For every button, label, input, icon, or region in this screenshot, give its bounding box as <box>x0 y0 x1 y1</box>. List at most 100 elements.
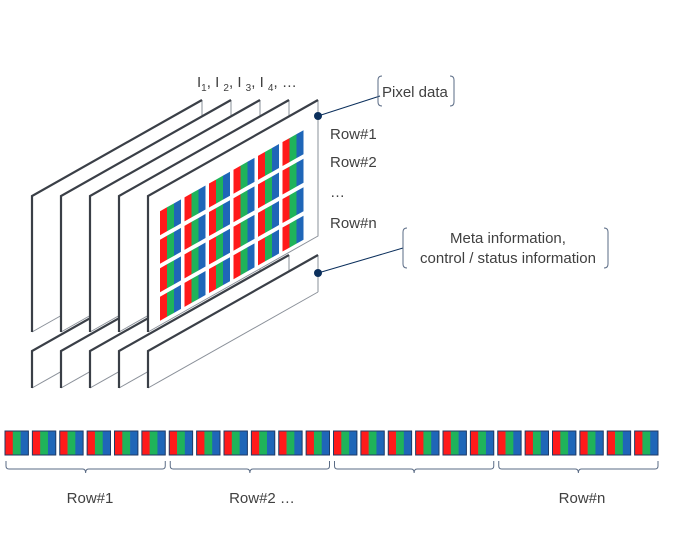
subpixel-blue <box>247 243 255 272</box>
subpixel-red <box>184 193 192 222</box>
stream-subpixel-blue <box>239 431 248 455</box>
pixel-data-bracket-right <box>449 75 455 107</box>
subpixel-green <box>240 190 248 219</box>
subpixel-green <box>216 175 223 204</box>
stream-row-label-1: Row#1 <box>66 490 114 507</box>
stream-subpixel-red <box>5 431 14 455</box>
meta-info-bracket-left <box>402 227 408 269</box>
subpixel-blue <box>296 158 304 187</box>
row-brace-3 <box>334 461 495 474</box>
stream-pixel <box>579 430 604 456</box>
stream-subpixel-green <box>259 431 268 455</box>
stream-subpixel-blue <box>75 431 84 455</box>
stream-subpixel-blue <box>157 431 166 455</box>
subpixel-green <box>289 191 297 220</box>
stream-subpixel-green <box>478 431 487 455</box>
stream-subpixel-red <box>497 431 506 455</box>
subpixel-blue <box>223 257 230 286</box>
stream-subpixel-green <box>341 431 350 455</box>
subpixel-green <box>216 232 223 261</box>
callouts <box>314 75 609 277</box>
frames-label: I1, I 2, I 3, I 4, … <box>197 74 297 94</box>
meta-strip-5 <box>148 255 318 388</box>
stream-pixel <box>497 430 522 456</box>
subpixel-red <box>282 195 290 224</box>
subpixel-red <box>160 207 167 236</box>
stream-subpixel-red <box>141 431 150 455</box>
frame-edge <box>30 99 203 332</box>
subpixel-blue <box>198 185 206 214</box>
subpixel-blue <box>247 214 255 243</box>
stream-pixel <box>552 430 577 456</box>
meta-info-anchor-dot <box>314 269 322 277</box>
subpixel-green <box>240 161 248 190</box>
subpixel-red <box>233 165 241 194</box>
subpixel-blue <box>272 201 279 229</box>
stream-pixel <box>59 430 84 456</box>
stream-pixel <box>305 430 330 456</box>
stream-subpixel-blue <box>102 431 111 455</box>
subpixel-green <box>265 233 272 262</box>
stream-subpixel-green <box>94 431 104 455</box>
subpixel-green <box>216 204 223 233</box>
frame-label-1: I1, <box>197 74 211 94</box>
row-brace-4 <box>498 461 659 474</box>
meta-info-label: Meta information, control / status infor… <box>408 229 608 269</box>
stream-subpixel-red <box>360 431 369 455</box>
subpixel-green <box>216 261 223 290</box>
subpixel-blue <box>296 215 304 244</box>
stream-subpixel-red <box>278 431 287 455</box>
stream-subpixel-green <box>12 431 21 455</box>
subpixel-blue <box>223 200 230 229</box>
subpixel-red <box>233 251 241 280</box>
stream-subpixel-blue <box>20 431 29 455</box>
stream-subpixel-blue <box>650 431 659 455</box>
subpixel-blue <box>296 187 304 216</box>
stream-pixel <box>141 430 166 456</box>
stream-subpixel-red <box>224 431 233 455</box>
stream-subpixel-blue <box>266 431 276 455</box>
stream-pixel <box>114 430 139 456</box>
stream-subpixel-green <box>313 431 323 455</box>
pixel-data-anchor-dot <box>314 112 322 120</box>
subpixel-red <box>258 208 265 237</box>
stream-pixel <box>469 430 495 456</box>
subpixel-red <box>209 236 216 265</box>
subpixel-red <box>233 222 241 251</box>
subpixel-blue <box>272 144 279 172</box>
stream-subpixel-red <box>470 431 479 455</box>
stream-subpixel-green <box>615 431 624 455</box>
subpixel-blue <box>272 229 279 258</box>
stream-subpixel-red <box>59 431 68 455</box>
stream-pixel <box>387 430 413 456</box>
subpixel-green <box>191 246 199 275</box>
subpixel-green <box>167 231 174 260</box>
subpixel-red <box>209 265 216 294</box>
stream-pixel <box>168 430 194 456</box>
subpixel-blue <box>247 157 255 186</box>
subpixel-green <box>289 162 297 191</box>
subpixel-blue <box>223 171 230 200</box>
stream-subpixel-green <box>204 431 213 455</box>
meta-strip-edge <box>146 254 319 388</box>
pixel-data-leader-line <box>317 95 381 117</box>
stream-subpixel-blue <box>513 431 522 455</box>
stream-subpixel-green <box>423 431 432 455</box>
subpixel-red <box>184 221 192 250</box>
stream-subpixel-red <box>32 431 41 455</box>
stream-pixel <box>4 430 29 456</box>
row-label-n: Row#n <box>330 215 377 232</box>
stream-pixel <box>223 430 248 456</box>
stream-subpixel-blue <box>403 431 412 455</box>
frame-label-3: I 3, <box>237 74 256 94</box>
stream-subpixel-blue <box>349 431 358 455</box>
stream-pixel <box>278 430 303 456</box>
stream-subpixel-blue <box>568 431 577 455</box>
subpixel-blue <box>174 227 181 256</box>
subpixel-green <box>191 217 199 246</box>
subpixel-red <box>282 138 290 167</box>
stream-subpixel-blue <box>485 431 495 455</box>
stream-subpixel-green <box>396 431 405 455</box>
stream-subpixel-green <box>587 431 596 455</box>
